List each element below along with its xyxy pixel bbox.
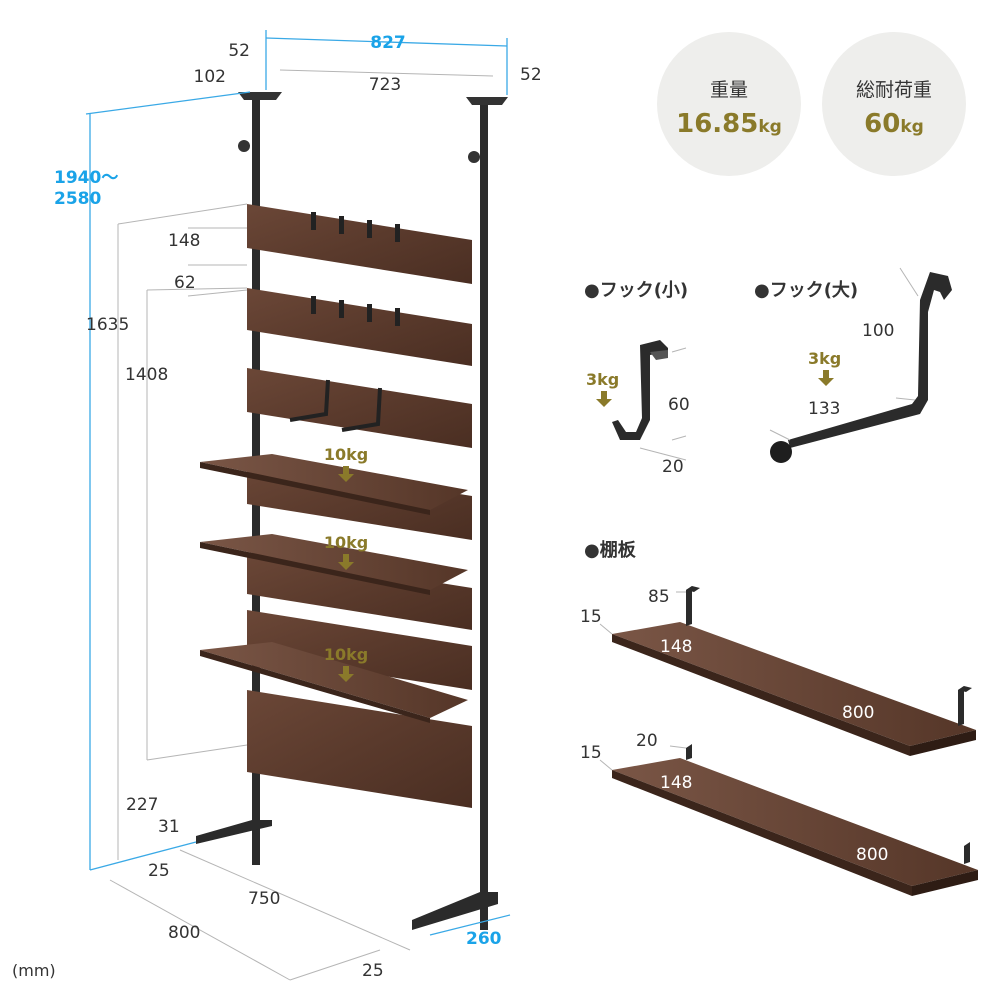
lower-board-depth: 148 <box>660 773 692 793</box>
right-ceiling-pad <box>466 97 508 105</box>
upper-board-depth: 148 <box>660 637 692 657</box>
panel-2 <box>247 288 472 366</box>
total-load-value: 60kg <box>864 109 924 139</box>
small-hook-depth: 20 <box>662 457 684 477</box>
small-hooks-row-2 <box>311 296 400 326</box>
weight-title: 重量 <box>710 79 748 101</box>
shelf-load-1: 10kg <box>324 445 368 482</box>
dim-panel-height: 148 <box>168 231 200 251</box>
lower-board-thickness: 15 <box>580 743 602 763</box>
shelf-board-title: ●棚板 <box>584 539 637 561</box>
dim-base-depth: 750 <box>248 889 280 909</box>
shelf-2 <box>200 534 468 595</box>
panel-5 <box>247 552 472 630</box>
panel-3 <box>247 368 472 448</box>
unit-label: (mm) <box>12 961 56 980</box>
dim-right-margin: 52 <box>520 65 542 85</box>
rack-illustration <box>196 92 508 930</box>
shelf-board-section: ●棚板 15 85 148 800 15 20 148 800 <box>580 539 978 896</box>
dim-bottom-height: 227 <box>126 795 158 815</box>
large-hooks-on-rack <box>289 379 382 432</box>
dim-height-range-line2: 2580 <box>54 189 101 209</box>
small-hook-load-arrow <box>596 391 612 407</box>
dim-foot-width-left: 25 <box>148 861 170 881</box>
total-load-stat: 総耐荷重 60kg <box>822 32 966 176</box>
upper-board-thickness: 15 <box>580 607 602 627</box>
small-hook-height: 60 <box>668 395 690 415</box>
total-load-title: 総耐荷重 <box>856 79 932 101</box>
panel-7 <box>247 690 472 808</box>
panel-1 <box>247 204 472 284</box>
upper-board-length: 800 <box>842 703 874 723</box>
shelf-1 <box>200 454 468 515</box>
left-adjust-knob <box>238 140 250 152</box>
large-hook-height: 100 <box>862 321 894 341</box>
svg-text:10kg: 10kg <box>324 533 368 552</box>
dim-inner-width: 723 <box>369 75 401 95</box>
dim-total-width: 800 <box>168 923 200 943</box>
shelf-load-2: 10kg <box>324 533 368 570</box>
large-hook-title: ●フック(大) <box>754 279 858 301</box>
panel-6 <box>247 610 472 690</box>
dim-1408: 1408 <box>125 365 168 385</box>
dim-foot-height: 31 <box>158 817 180 837</box>
large-hook-length: 133 <box>808 399 840 419</box>
large-hook-load-arrow <box>818 370 834 386</box>
lower-board-lip: 20 <box>636 731 658 751</box>
weight-value: 16.85kg <box>676 109 782 139</box>
small-hook-image <box>612 340 668 440</box>
left-foot <box>196 800 272 844</box>
shelf-3 <box>200 642 468 723</box>
weight-stat: 重量 16.85kg <box>657 32 801 176</box>
shelf-load-markers: 10kg 10kg 10kg <box>324 445 368 682</box>
large-hook-load: 3kg <box>808 349 841 368</box>
dim-left-margin: 52 <box>228 41 250 61</box>
dim-1635: 1635 <box>86 315 129 335</box>
dim-height-range-line1: 1940～ <box>54 168 118 188</box>
lower-board-length: 800 <box>856 845 888 865</box>
dim-depth: 260 <box>466 929 502 949</box>
dim-gap-height: 62 <box>174 273 196 293</box>
upper-board-lip: 85 <box>648 587 670 607</box>
rack-dimension-lines <box>85 30 511 981</box>
dim-top-depth: 102 <box>194 67 226 87</box>
shelf-load-3: 10kg <box>324 645 368 682</box>
dim-top-width: 827 <box>370 33 406 53</box>
svg-text:10kg: 10kg <box>324 445 368 464</box>
left-ceiling-pad <box>238 92 282 100</box>
small-hook-title: ●フック(小) <box>584 280 688 301</box>
small-hook-section: ●フック(小) 3kg 60 20 <box>584 280 690 477</box>
shelf-board-upper <box>612 586 976 756</box>
right-adjust-knob <box>468 151 480 163</box>
small-hook-load: 3kg <box>586 370 619 389</box>
shelf-board-lower <box>612 744 978 896</box>
right-pole <box>480 100 488 930</box>
large-hook-image <box>770 272 952 463</box>
svg-text:10kg: 10kg <box>324 645 368 664</box>
large-hook-section: ●フック(大) 3kg 100 133 <box>754 267 952 463</box>
dim-foot-width-right: 25 <box>362 961 384 981</box>
right-foot <box>412 860 498 930</box>
small-hooks-row-1 <box>311 212 400 242</box>
